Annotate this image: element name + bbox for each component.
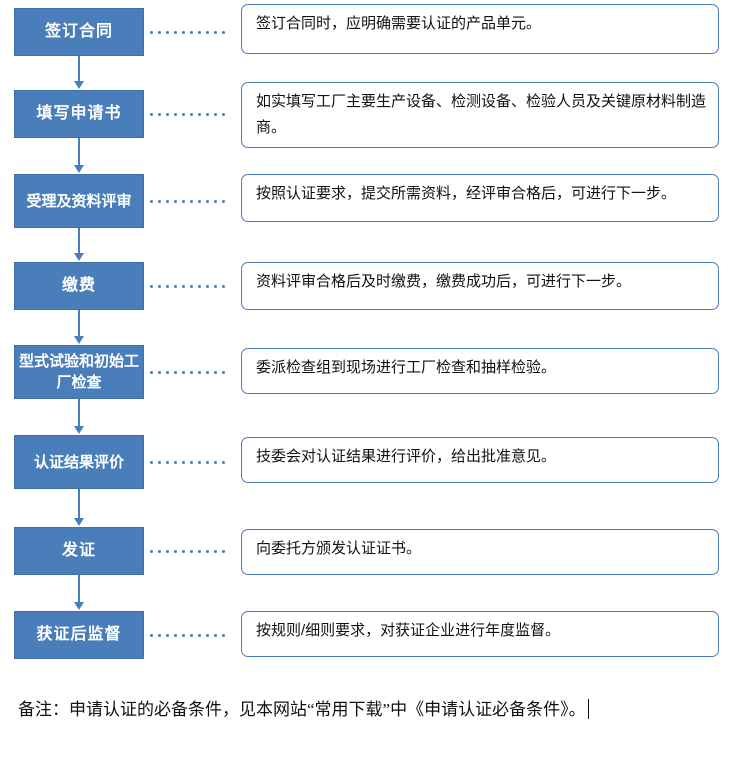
step-label: 型式试验和初始工厂检查 <box>19 353 140 391</box>
dotted-connector-4 <box>150 284 237 288</box>
step-description-8: 按规则/细则要求，对获证企业进行年度监督。 <box>241 611 719 657</box>
step-label: 签订合同 <box>44 23 113 40</box>
step-box-3[interactable]: 受理及资料评审 <box>14 174 144 228</box>
dotted-connector-6 <box>150 460 237 464</box>
step-box-8[interactable]: 获证后监督 <box>14 611 144 659</box>
step-description-text: 签订合同时，应明确需要认证的产品单元。 <box>256 15 542 32</box>
dotted-connector-1 <box>150 30 237 34</box>
flow-arrow-1 <box>74 56 84 89</box>
step-box-1[interactable]: 签订合同 <box>14 8 144 56</box>
step-description-1: 签订合同时，应明确需要认证的产品单元。 <box>241 4 719 54</box>
step-description-text: 技委会对认证结果进行评价，给出批准意见。 <box>256 448 557 465</box>
flow-arrow-7 <box>74 575 84 610</box>
step-box-4[interactable]: 缴费 <box>14 262 144 310</box>
step-description-text: 委派检查组到现场进行工厂检查和抽样检验。 <box>256 359 557 376</box>
step-description-4: 资料评审合格后及时缴费，缴费成功后，可进行下一步。 <box>241 262 719 310</box>
flow-arrow-5 <box>74 399 84 434</box>
note-text: 备注：申请认证的必备条件，见本网站“常用下载”中《申请认证必备条件》。 <box>18 700 586 719</box>
step-description-text: 资料评审合格后及时缴费，缴费成功后，可进行下一步。 <box>256 273 632 290</box>
step-description-text: 按照认证要求，提交所需资料，经评审合格后，可进行下一步。 <box>256 185 677 202</box>
step-label: 填写申请书 <box>36 105 122 122</box>
step-box-6[interactable]: 认证结果评价 <box>14 435 144 489</box>
step-description-5: 委派检查组到现场进行工厂检查和抽样检验。 <box>241 348 719 394</box>
step-description-text: 如实填写工厂主要生产设备、检测设备、检验人员及关键原材料制造商。 <box>256 93 707 136</box>
flow-arrow-4 <box>74 310 84 344</box>
step-box-5[interactable]: 型式试验和初始工厂检查 <box>14 345 144 399</box>
dotted-connector-8 <box>150 633 237 637</box>
step-label: 缴费 <box>61 277 96 294</box>
text-cursor <box>587 699 589 719</box>
dotted-connector-3 <box>150 199 237 203</box>
step-label: 发证 <box>61 542 96 559</box>
step-label: 获证后监督 <box>36 626 122 643</box>
step-description-6: 技委会对认证结果进行评价，给出批准意见。 <box>241 437 719 483</box>
flow-arrow-6 <box>74 489 84 526</box>
flow-arrow-2 <box>74 138 84 173</box>
step-description-3: 按照认证要求，提交所需资料，经评审合格后，可进行下一步。 <box>241 174 719 222</box>
step-label: 受理及资料评审 <box>26 192 132 210</box>
step-box-2[interactable]: 填写申请书 <box>14 90 144 138</box>
diagram-note: 备注：申请认证的必备条件，见本网站“常用下载”中《申请认证必备条件》。 <box>18 690 718 730</box>
flow-arrow-3 <box>74 228 84 261</box>
step-label: 认证结果评价 <box>33 453 124 471</box>
step-description-7: 向委托方颁发认证证书。 <box>241 529 719 575</box>
dotted-connector-5 <box>150 370 237 374</box>
dotted-connector-2 <box>150 112 237 116</box>
step-description-2: 如实填写工厂主要生产设备、检测设备、检验人员及关键原材料制造商。 <box>241 82 719 148</box>
dotted-connector-7 <box>150 549 237 553</box>
step-description-text: 按规则/细则要求，对获证企业进行年度监督。 <box>256 622 561 639</box>
step-description-text: 向委托方颁发认证证书。 <box>256 540 422 557</box>
step-box-7[interactable]: 发证 <box>14 527 144 575</box>
